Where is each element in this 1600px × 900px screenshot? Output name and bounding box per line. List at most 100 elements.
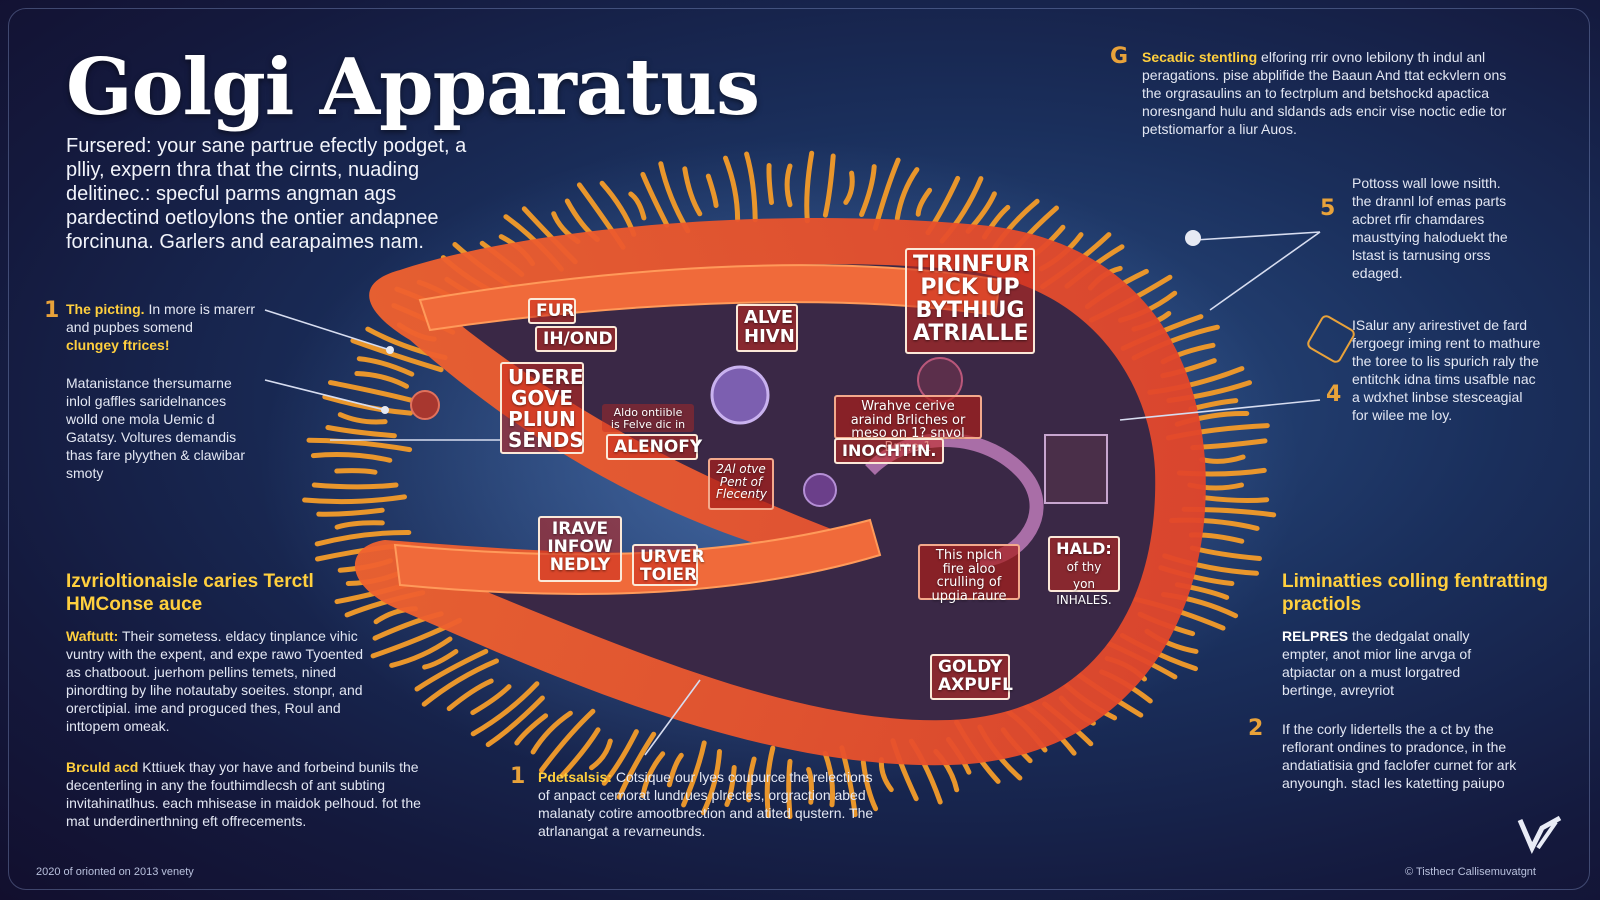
fringe-spike — [666, 752, 684, 788]
fringe-spike — [705, 173, 719, 208]
number-5-icon: 5 — [1320, 196, 1336, 221]
fringe-spike — [700, 749, 722, 816]
number-1-icon: 1 — [510, 764, 526, 789]
fringe-spike — [746, 756, 757, 803]
fringe-spike — [485, 695, 545, 748]
number-4-icon: 4 — [1326, 382, 1342, 407]
fringe-spike — [337, 412, 388, 425]
left-block-4-text: Kttiuek thay yor have and forbeind bunil… — [66, 759, 421, 829]
label-inochtin: INOCHTIN. — [834, 438, 944, 464]
fringe-spike — [559, 727, 601, 778]
fringe-spike — [804, 150, 815, 224]
left-badge-1: 1 — [44, 298, 59, 323]
hexagon-g-icon: G — [1110, 44, 1129, 69]
fringe-spike — [682, 166, 703, 217]
leader-lines — [264, 231, 1321, 756]
fringe-spike — [915, 187, 933, 217]
label-alve: ALVE HIVN — [736, 304, 798, 352]
left-block-3-lead: Waftutt: — [66, 628, 119, 644]
fringe-spike — [822, 751, 836, 808]
right-block-3: RELPRES the dedgalat onally empter, anot… — [1282, 627, 1512, 699]
fringe-spike — [314, 529, 412, 547]
fringe-spike — [860, 759, 879, 812]
vesicle-small — [803, 473, 837, 507]
label-this: This nplch fire aloo crulling of upgia r… — [918, 544, 1020, 603]
bottom-badge: 1 — [510, 764, 525, 789]
fringe-spike — [334, 520, 385, 530]
bottom-text: Cotsique our lyes coupurce the relection… — [538, 769, 874, 839]
fringe-spike — [764, 745, 776, 819]
fringe-spike — [723, 155, 741, 222]
fringe-spike — [421, 658, 499, 707]
fringe-spike — [894, 167, 920, 221]
left-block-1: The picting. In more is marerr and pupbe… — [66, 300, 266, 354]
right-badge-4: 4 — [1326, 382, 1341, 407]
fringe-spike — [589, 738, 613, 771]
right-badge-5: 5 — [1320, 196, 1335, 221]
label-hald: HALD: of thy yon INHALES. — [1048, 536, 1120, 607]
label-alenofy: ALENOFY — [606, 434, 702, 460]
right-badge-2: 2 — [1248, 716, 1263, 741]
label-hald-title: HALD: — [1056, 539, 1112, 558]
fringe-spike — [470, 681, 540, 737]
number-2-icon: 2 — [1248, 716, 1264, 741]
fringe-spike — [530, 710, 573, 755]
left-block-1-text: In more is marerr and pupbes somend — [66, 301, 256, 335]
fringe-spike — [628, 191, 647, 221]
bottom-block: Pdetsalsis: Cotsique our lyes coupurce t… — [538, 768, 878, 840]
fringe-spike — [539, 708, 596, 773]
left-block-2: Matanistance thersumarne inlol gaffles s… — [66, 375, 245, 481]
fringe-spike — [724, 765, 737, 807]
label-fur: FUR — [528, 298, 576, 324]
fringe-spike — [354, 371, 409, 389]
fringe-spike — [822, 153, 836, 218]
fringe-spike — [356, 356, 415, 377]
vesicle-red — [410, 390, 440, 420]
label-tirinfur: TIRINFUR PICK UP BYTHIUG ATRIALLE — [905, 248, 1035, 354]
footer-right: © Tisthecr Callisemuvatgnt — [1405, 866, 1536, 878]
right-block-4: If the corly lidertells the a ct by the … — [1282, 721, 1517, 791]
right-block-2: ISalur any arirestivet de fard fergoegr … — [1352, 317, 1541, 423]
fringe-spike — [306, 437, 413, 453]
label-wrahve: Wrahve cerive araind Brliches or meso on… — [834, 395, 982, 454]
fringe-spike — [601, 729, 639, 786]
label-goldy: GOLDY AXPUFL — [930, 654, 1013, 700]
pointer-dot — [386, 346, 394, 354]
left-section-title: Izvrioltionaisle caries Terctl HMConse a… — [66, 571, 314, 615]
left-block-3-text: Their sometess. eldacy tinplance vihic v… — [66, 628, 364, 734]
fringe-spike — [1199, 454, 1246, 464]
fringe-spike — [640, 171, 670, 228]
right-block-1: Pottoss wall lowe nsitth. the drannl lof… — [1352, 175, 1508, 281]
fringe-spike — [766, 163, 774, 205]
fringe-spike — [514, 713, 549, 746]
fringe-spike — [784, 163, 793, 208]
right-top-badge: G — [1110, 44, 1128, 69]
fringe-spike — [311, 482, 399, 490]
fringe-spike — [859, 164, 877, 217]
fringe-spike — [786, 758, 793, 820]
page-title: Golgi Apparatus — [66, 42, 760, 133]
label-irave: IRAVE INFOW NEDLY — [538, 516, 622, 582]
fringe-spike — [470, 684, 512, 716]
fringe-spike — [843, 170, 855, 205]
fringe-spike — [302, 494, 407, 505]
fringe-spike — [334, 468, 378, 475]
left-block-1-head: The picting. — [66, 301, 145, 317]
left-block-3: Waftutt: Their sometess. eldacy tinplanc… — [66, 627, 376, 735]
label-hald-sub: of thy yon INHALES. — [1056, 559, 1112, 608]
pointer-dot — [1185, 230, 1201, 246]
left-block-4: Brculd acd Kttiuek thay yor have and for… — [66, 758, 446, 830]
right-top-block: Secadic stentling elforing rrir ovno leb… — [1142, 48, 1522, 138]
label-aldo: Aldo ontiible is Felve dic in — [602, 404, 694, 432]
label-pent: 2Al otve Pent of Flecenty — [708, 458, 774, 510]
fringe-spike — [1202, 495, 1270, 504]
right-top-lead: Secadic stentling — [1142, 49, 1258, 65]
left-block-1-tail: clungey ftrices! — [66, 337, 170, 353]
label-ihond: IH/OND — [535, 326, 617, 352]
fringe-spike — [350, 338, 444, 373]
right-top-text: elforing rrir ovno lebilony th indul anl… — [1142, 49, 1507, 137]
fringe-spike — [322, 394, 413, 416]
fringe-spike — [414, 648, 489, 692]
fringe-spike — [616, 731, 657, 800]
brand-logo-icon — [1517, 815, 1562, 854]
